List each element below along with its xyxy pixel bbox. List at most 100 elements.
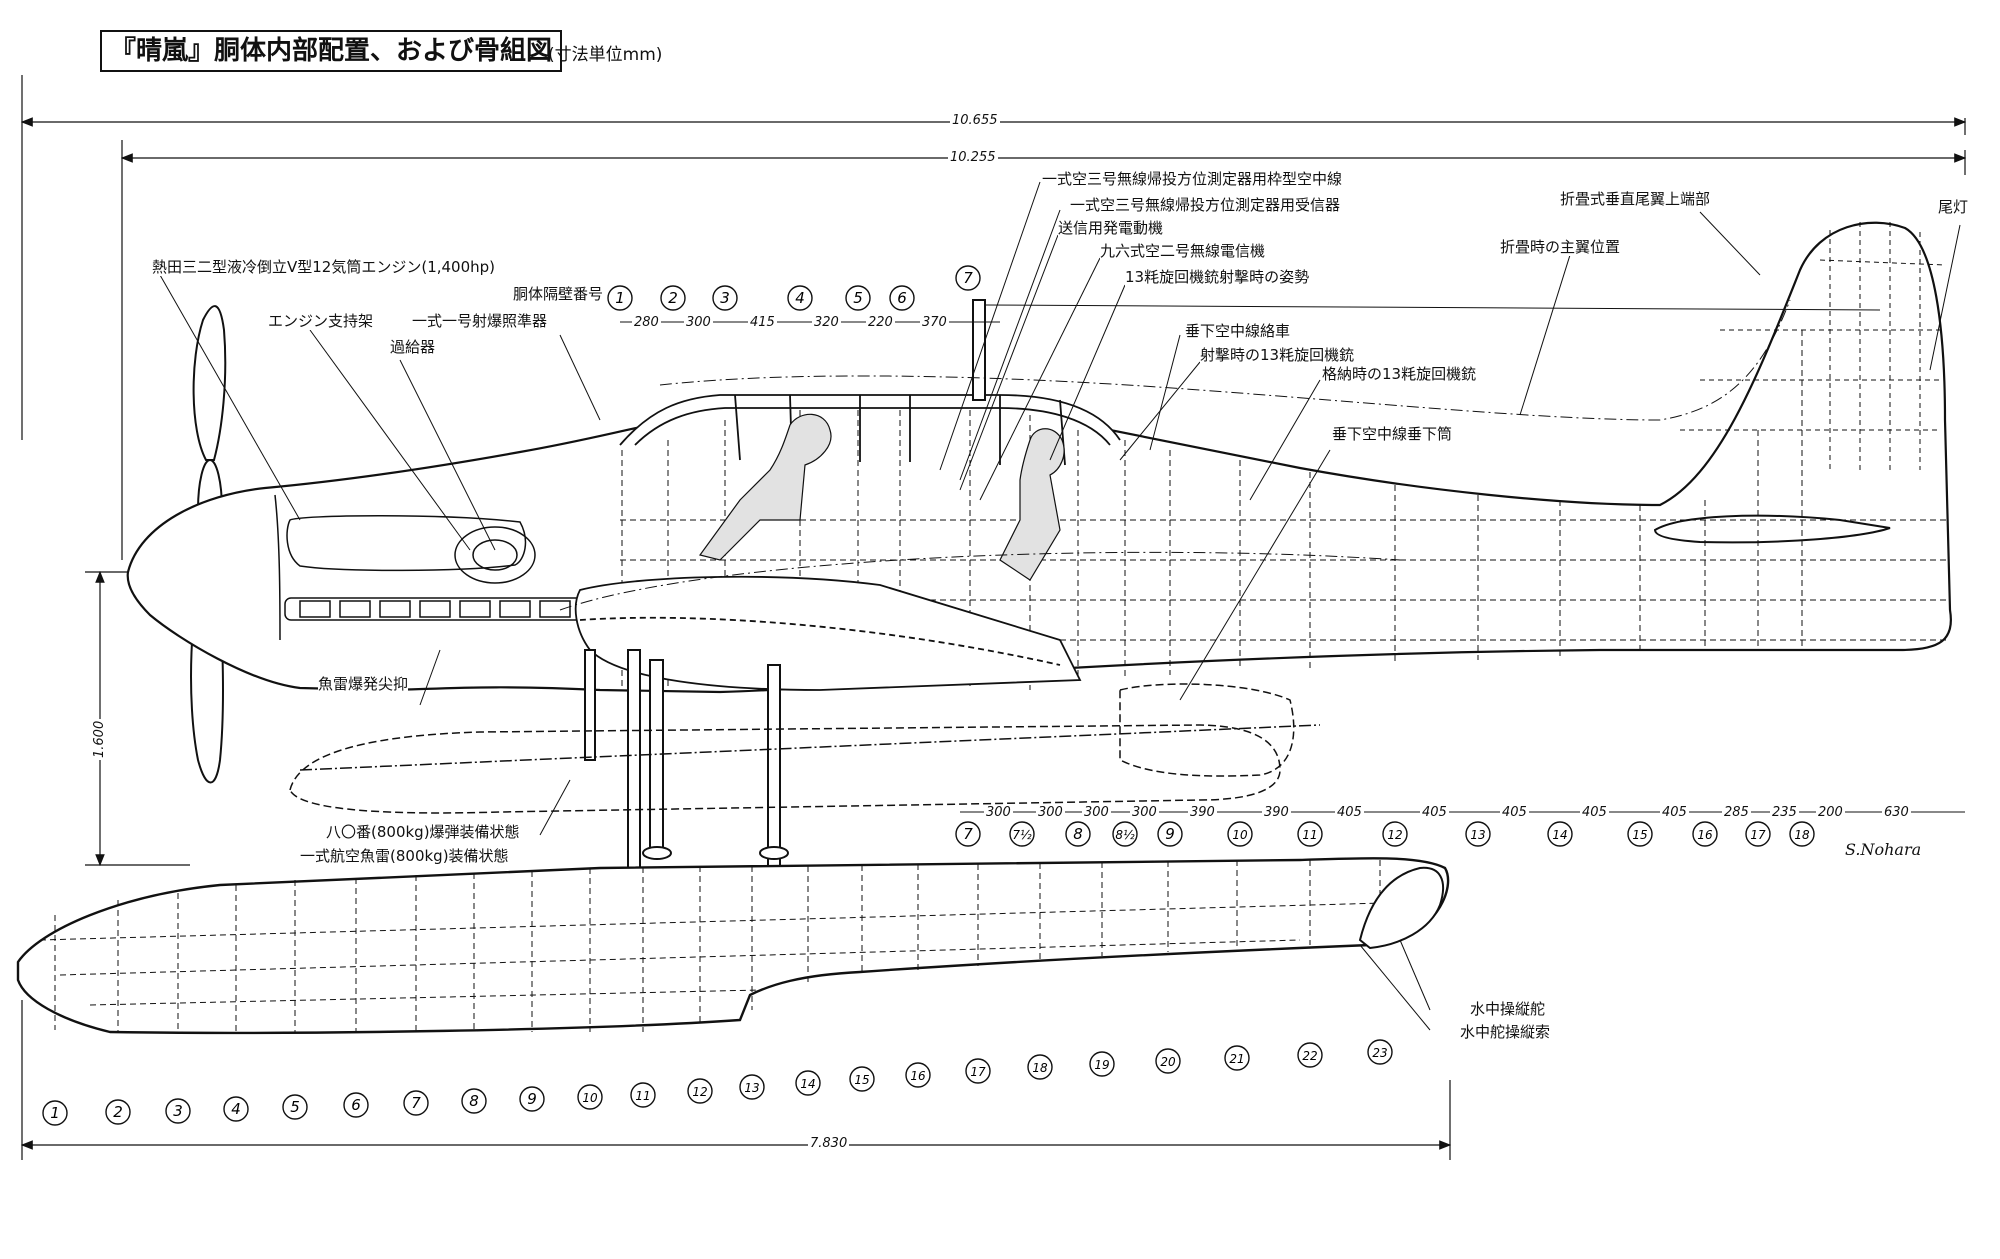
fuselage-frame-bottom-0: 7 bbox=[955, 821, 981, 847]
svg-text:19: 19 bbox=[1094, 1058, 1109, 1072]
unit-note: (寸法単位mm) bbox=[548, 45, 663, 65]
label-water-rudder-cable: 水中舵操縦索 bbox=[1460, 1023, 1551, 1041]
wing bbox=[574, 575, 1082, 691]
svg-text:12: 12 bbox=[692, 1085, 707, 1099]
fuselage-frame-bottom-7: 12 bbox=[1382, 821, 1408, 847]
fuselage-frame-bottom-1: 7½ bbox=[1009, 821, 1035, 847]
float-frame-5: 5 bbox=[282, 1094, 308, 1120]
fuselage-frame-bottom-5: 10 bbox=[1227, 821, 1253, 847]
float-frame-18: 18 bbox=[1027, 1054, 1053, 1080]
fuselage-frame-top-5: 5 bbox=[845, 285, 871, 311]
float-frame-3: 3 bbox=[165, 1098, 191, 1124]
float-frame-4: 4 bbox=[223, 1096, 249, 1122]
svg-text:21: 21 bbox=[1229, 1052, 1244, 1066]
fuselage-frame-bottom-9: 14 bbox=[1547, 821, 1573, 847]
svg-text:3: 3 bbox=[720, 289, 730, 307]
float-frame-17: 17 bbox=[965, 1058, 991, 1084]
ordnance bbox=[289, 683, 1321, 814]
svg-text:8½: 8½ bbox=[1115, 828, 1135, 842]
svg-text:2: 2 bbox=[668, 289, 678, 307]
float-frame-6: 6 bbox=[343, 1092, 369, 1118]
svg-text:7: 7 bbox=[963, 269, 973, 287]
top-spacing-6: 370 bbox=[920, 315, 949, 330]
fuselage-length-label: 10.255 bbox=[948, 150, 998, 165]
bottom-spacing-11: 405 bbox=[1660, 805, 1689, 820]
float-frame-1: 1 bbox=[42, 1100, 68, 1126]
svg-text:10: 10 bbox=[582, 1091, 598, 1105]
float-frame-22: 22 bbox=[1297, 1042, 1323, 1068]
svg-text:10: 10 bbox=[1232, 828, 1248, 842]
svg-text:3: 3 bbox=[173, 1102, 183, 1120]
top-spacing-4: 320 bbox=[812, 315, 841, 330]
label-supercharger: 過給器 bbox=[390, 338, 436, 356]
label-gun-posture: 13粍旋回機銃射撃時の姿勢 bbox=[1125, 268, 1310, 286]
svg-text:5: 5 bbox=[290, 1098, 300, 1116]
float-frame-2: 2 bbox=[105, 1099, 131, 1125]
svg-text:18: 18 bbox=[1032, 1061, 1048, 1075]
bottom-spacing-4: 300 bbox=[1130, 805, 1159, 820]
bottom-spacing-9: 405 bbox=[1500, 805, 1529, 820]
fuselage-frame-bottom-13: 18 bbox=[1789, 821, 1815, 847]
svg-text:14: 14 bbox=[800, 1077, 815, 1091]
svg-text:9: 9 bbox=[527, 1090, 537, 1108]
svg-text:11: 11 bbox=[635, 1089, 650, 1103]
crew bbox=[698, 413, 1065, 581]
label-bomb-load: 八〇番(800kg)爆弾装備状態 bbox=[326, 823, 520, 841]
bottom-spacing-13: 235 bbox=[1770, 805, 1799, 820]
svg-text:6: 6 bbox=[897, 289, 907, 307]
svg-text:9: 9 bbox=[1165, 825, 1175, 843]
float-frame-13: 13 bbox=[739, 1074, 765, 1100]
label-gun-firing: 射撃時の13粍旋回機銃 bbox=[1200, 346, 1355, 364]
label-antenna-reel: 垂下空中線絡車 bbox=[1185, 322, 1291, 340]
bottom-spacing-14: 200 bbox=[1816, 805, 1845, 820]
float-frame-9: 9 bbox=[519, 1086, 545, 1112]
svg-text:23: 23 bbox=[1372, 1046, 1387, 1060]
label-antenna-tube: 垂下空中線垂下筒 bbox=[1332, 425, 1453, 443]
svg-text:15: 15 bbox=[854, 1073, 869, 1087]
overall-length-label: 10.655 bbox=[950, 113, 1000, 128]
svg-text:7: 7 bbox=[411, 1094, 421, 1112]
fuselage-frame-bottom-2: 8 bbox=[1065, 821, 1091, 847]
fuselage-frame-bottom-3: 8½ bbox=[1112, 821, 1138, 847]
bottom-spacing-8: 405 bbox=[1420, 805, 1449, 820]
svg-text:16: 16 bbox=[1697, 828, 1713, 842]
fuselage-frame-bottom-4: 9 bbox=[1157, 821, 1183, 847]
bottom-spacing-15: 630 bbox=[1882, 805, 1911, 820]
top-spacing-3: 415 bbox=[748, 315, 777, 330]
fuselage-frame-bottom-12: 17 bbox=[1745, 821, 1771, 847]
bottom-spacing-6: 390 bbox=[1262, 805, 1291, 820]
fuselage-frame-bottom-8: 13 bbox=[1465, 821, 1491, 847]
antenna-mast bbox=[972, 299, 1881, 401]
float-frame-10: 10 bbox=[577, 1084, 603, 1110]
bottom-spacing-5: 390 bbox=[1188, 805, 1217, 820]
float-frame-20: 20 bbox=[1155, 1048, 1181, 1074]
label-bulkhead-number: 胴体隔壁番号 bbox=[513, 285, 604, 303]
svg-text:1: 1 bbox=[50, 1104, 60, 1122]
label-torpedo-load: 一式航空魚雷(800kg)装備状態 bbox=[300, 847, 509, 865]
label-tail-light: 尾灯 bbox=[1938, 198, 1969, 216]
float-frame-21: 21 bbox=[1224, 1045, 1250, 1071]
svg-text:18: 18 bbox=[1794, 828, 1810, 842]
svg-text:5: 5 bbox=[853, 289, 863, 307]
svg-text:8: 8 bbox=[469, 1092, 479, 1110]
float-frame-11: 11 bbox=[630, 1082, 656, 1108]
water-rudder bbox=[1358, 866, 1445, 950]
svg-text:4: 4 bbox=[231, 1100, 241, 1118]
svg-text:8: 8 bbox=[1073, 825, 1083, 843]
label-torpedo-guard: 魚雷爆発尖抑 bbox=[318, 675, 409, 693]
fuselage-frame-top-4: 4 bbox=[787, 285, 813, 311]
svg-text:4: 4 bbox=[795, 289, 805, 307]
folded-wing-outline bbox=[559, 299, 1791, 611]
float-length-label: 7.830 bbox=[808, 1136, 850, 1151]
float bbox=[16, 857, 1450, 1035]
bottom-spacing-3: 300 bbox=[1082, 805, 1111, 820]
label-bomb-sight: 一式一号射爆照準器 bbox=[412, 312, 548, 330]
svg-text:13: 13 bbox=[744, 1081, 759, 1095]
fuselage-frame-upper-7: 7 bbox=[955, 265, 981, 291]
label-rdf-receiver: 一式空三号無線帰投方位測定器用受信器 bbox=[1070, 196, 1341, 214]
fuselage-frame-top-6: 6 bbox=[889, 285, 915, 311]
bottom-spacing-12: 285 bbox=[1722, 805, 1751, 820]
float-frame-16: 16 bbox=[905, 1062, 931, 1088]
top-spacing-5: 220 bbox=[866, 315, 895, 330]
